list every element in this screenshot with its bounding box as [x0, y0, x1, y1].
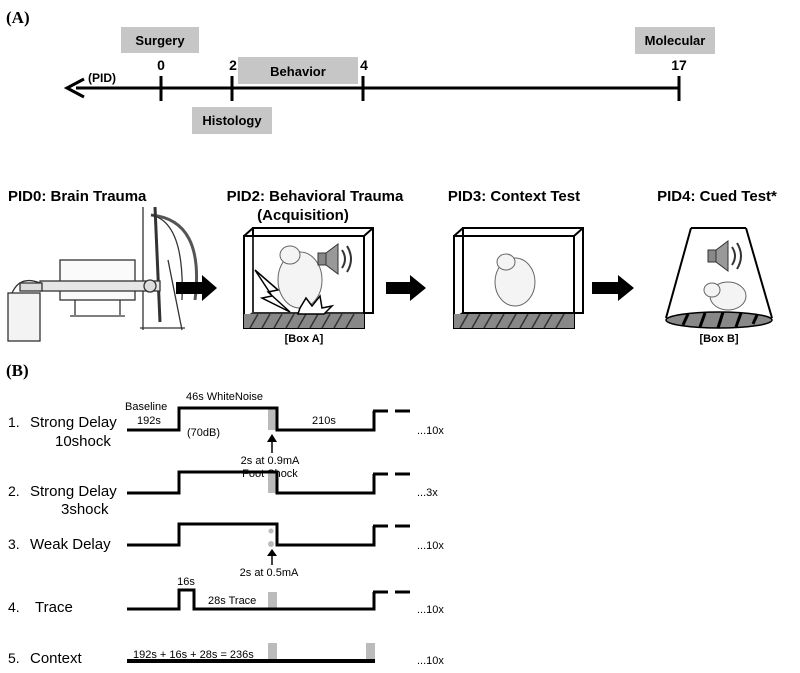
phase-title-pid4: PID4: Cued Test*: [657, 188, 777, 205]
panel-b-label: (B): [6, 361, 29, 380]
row1-name-line2: 10shock: [55, 433, 111, 450]
pid-axis-label: (PID): [88, 71, 116, 85]
row3-number: 3.: [8, 536, 20, 552]
weak-shock-label: 2s at 0.5mA: [240, 567, 299, 579]
strong-shock-label: 2s at 0.9mA: [241, 455, 300, 467]
row5-shock-bar-2: [366, 643, 375, 661]
histology-box: [192, 107, 272, 134]
row1-shock-bar: [268, 408, 277, 430]
row3-name: Weak Delay: [30, 536, 111, 553]
surgery-box: [121, 27, 199, 53]
behavior-box: [238, 57, 358, 84]
row1-name: Strong Delay: [30, 414, 117, 431]
tick-label-17: 17: [671, 57, 687, 73]
row4-repetitions: ...10x: [417, 604, 444, 616]
row5-number: 5.: [8, 650, 20, 666]
behavior-label: Behavior: [270, 64, 326, 79]
row4-shock-bar: [268, 592, 277, 609]
white-noise-label: 46s WhiteNoise: [186, 391, 263, 403]
fluid-percussion-device-illustration: [7, 206, 199, 342]
row4-number: 4.: [8, 599, 20, 615]
row5-name: Context: [30, 650, 83, 667]
row1-protocol-trace: [127, 406, 376, 432]
panel-a-label: (A): [6, 8, 30, 27]
phase-title-pid2-line1: PID2: Behavioral Trauma: [227, 188, 404, 205]
row1-number: 1.: [8, 414, 20, 430]
trace-interval-label: 28s Trace: [208, 595, 256, 607]
phase-title-pid3: PID3: Context Test: [448, 188, 580, 205]
row3-protocol-trace: [127, 522, 376, 547]
tick-label-2: 2: [229, 57, 237, 73]
box-a-label: [Box A]: [285, 333, 324, 345]
row2-shock-bar: [268, 471, 277, 493]
phase-arrow-1: [176, 275, 217, 301]
row2-name-line2: 3shock: [61, 501, 109, 518]
row5-repetitions: ...10x: [417, 655, 444, 667]
phase-arrow-3: [592, 275, 634, 301]
row3-repetitions: ...10x: [417, 540, 444, 552]
phase-arrow-2: [386, 275, 426, 301]
db-label: (70dB): [187, 427, 220, 439]
weak-shock-dot-2: [268, 541, 274, 547]
row4-protocol-trace: [127, 588, 376, 611]
row1-repetitions: ...10x: [417, 425, 444, 437]
box-b-chamber-illustration: [665, 227, 773, 329]
row5-shock-bar-1: [268, 643, 277, 661]
surgery-label: Surgery: [135, 33, 185, 48]
phase-title-pid0: PID0: Brain Trauma: [8, 188, 147, 205]
trace-cs-label: 16s: [177, 576, 195, 588]
box-b-label: [Box B]: [699, 333, 738, 345]
baseline-label: Baseline: [125, 401, 167, 413]
pid-timeline: [63, 76, 681, 101]
row2-name: Strong Delay: [30, 483, 117, 500]
row4-name: Trace: [35, 599, 73, 616]
molecular-box: [635, 27, 715, 54]
histology-label: Histology: [202, 113, 262, 128]
baseline-time: 192s: [137, 415, 161, 427]
row2-protocol-trace: [127, 470, 376, 495]
strong-shock-arrowhead: [267, 434, 277, 442]
phase-title-pid2-line2: (Acquisition): [257, 207, 349, 224]
tick-label-0: 0: [157, 57, 165, 73]
iti-label: 210s: [312, 415, 336, 427]
molecular-label: Molecular: [645, 33, 706, 48]
context-sum-label: 192s + 16s + 28s = 236s: [133, 649, 254, 661]
weak-shock-arrowhead: [267, 549, 277, 556]
row2-number: 2.: [8, 483, 20, 499]
row2-repetitions: ...3x: [417, 487, 438, 499]
context-test-chamber-illustration: [453, 227, 584, 329]
box-a-chamber-illustration: [243, 227, 374, 329]
weak-shock-dot-1: [268, 528, 274, 534]
tick-label-4: 4: [360, 57, 368, 73]
